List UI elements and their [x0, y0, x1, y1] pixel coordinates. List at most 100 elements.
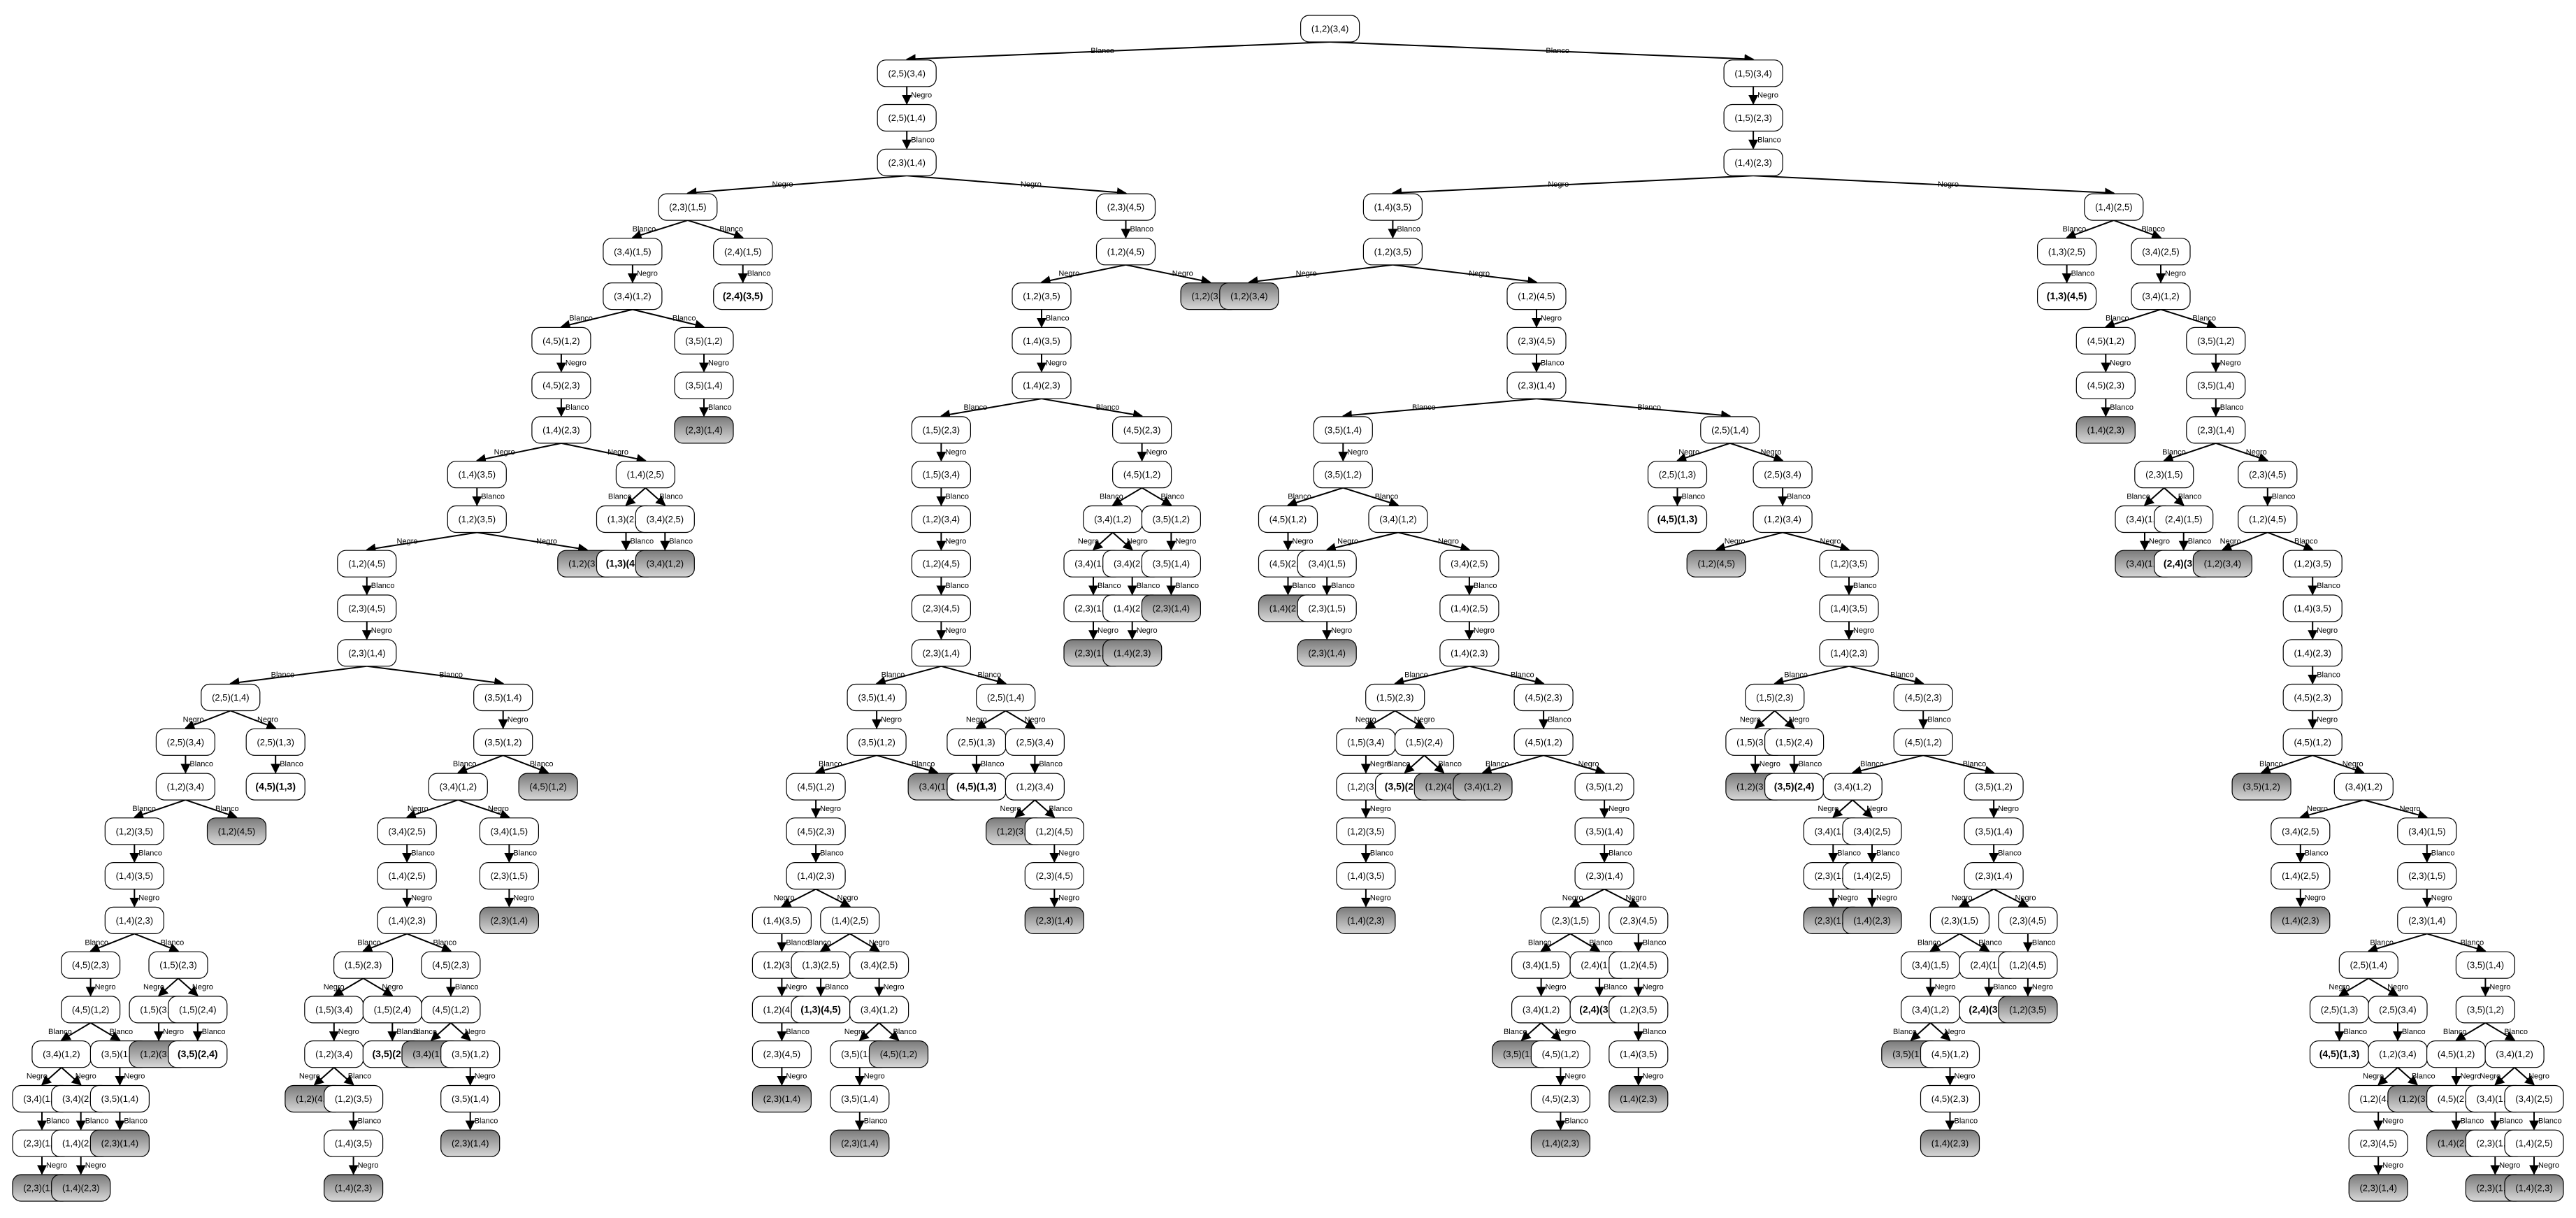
- edge-arrow: [362, 933, 408, 953]
- state-node: (1,4)(2,5): [2504, 1129, 2564, 1157]
- edge-label: Blanco: [85, 1117, 109, 1125]
- node-box: [1609, 951, 1669, 979]
- state-node: (1,4)(3,5): [1819, 594, 1879, 622]
- state-node: (1,2)(3,5): [447, 505, 507, 533]
- goal-node: (4,5)(1,3): [947, 773, 1007, 801]
- edge-label: Negro: [2461, 1073, 2482, 1081]
- edge-label: Negro: [2317, 626, 2338, 635]
- edge-label: Blanco: [864, 1117, 888, 1125]
- node-label: (1,4)(2,3): [2515, 1183, 2552, 1194]
- node-box: [1842, 906, 1902, 935]
- node-box: [1920, 1129, 1980, 1157]
- state-node: (4,5)(1,2): [1258, 505, 1318, 533]
- node-box: [51, 1174, 111, 1202]
- edge-arrow: [405, 799, 459, 819]
- node-box: [428, 773, 488, 801]
- edge-label: Negro: [1469, 270, 1490, 278]
- node-label: (1,4)(2,3): [1931, 1138, 1969, 1149]
- state-node: (2,5)(3,4): [2368, 996, 2428, 1024]
- state-node: (1,2)(4,5): [337, 550, 397, 578]
- node-label: (1,5)(2,3): [1376, 692, 1413, 703]
- state-node: (3,5)(1,4): [674, 371, 734, 399]
- state-node: (2,3)(1,5): [2134, 461, 2194, 489]
- node-box: [674, 416, 734, 444]
- node-label: (2,5)(1,4): [212, 692, 249, 703]
- node-box: [2084, 193, 2144, 221]
- node-label: (4,5)(2,3): [72, 960, 109, 970]
- state-node: (2,5)(1,4): [2338, 951, 2398, 979]
- state-node: (2,5)(1,4): [201, 683, 261, 712]
- edge-arrow: [333, 977, 364, 996]
- edge-label: Negro: [2110, 359, 2131, 367]
- leaf-node: (2,3)(1,4): [830, 1129, 890, 1157]
- node-label: (1,2)(4,5): [218, 826, 255, 836]
- node-box: [2282, 550, 2343, 578]
- state-node: (4,5)(1,2): [1893, 728, 1953, 756]
- edge-label: Negro: [371, 626, 392, 635]
- state-node: (3,5)(1,2): [440, 1040, 501, 1068]
- edge-label: Blanco: [2344, 1028, 2368, 1036]
- node-label: (2,3)(1,4): [841, 1138, 878, 1149]
- edge-label: Blanco: [2317, 671, 2340, 680]
- node-label: (1,4)(2,3): [1542, 1138, 1579, 1149]
- state-node: (3,4)(2,5): [2504, 1084, 2564, 1113]
- node-box: [1609, 1084, 1669, 1113]
- edge-arrow: [456, 754, 504, 775]
- edge-arrow: [2113, 220, 2162, 240]
- node-label: (2,3)(1,5): [2408, 870, 2445, 881]
- node-box: [1753, 505, 1813, 533]
- edge-arrow: [1248, 264, 1393, 287]
- state-node: (3,4)(1,2): [31, 1040, 92, 1068]
- node-label: (2,3)(1,4): [452, 1138, 489, 1149]
- node-box: [518, 773, 578, 801]
- node-label: (2,5)(1,3): [1659, 469, 1696, 480]
- node-label: (1,2)(3,5): [1830, 559, 1867, 569]
- edge-arrow: [561, 442, 647, 464]
- edge-label: Negro: [1562, 894, 1583, 903]
- node-box: [1609, 996, 1669, 1024]
- node-label: (2,3)(1,4): [348, 647, 385, 658]
- node-label: (4,5)(1,2): [1542, 1049, 1579, 1059]
- edge-label: Negro: [2400, 805, 2421, 813]
- edge-label: Negro: [2149, 537, 2170, 545]
- node-box: [1102, 639, 1163, 667]
- state-node: (2,3)(4,5): [337, 594, 397, 622]
- node-box: [2455, 951, 2515, 979]
- state-node: (3,4)(1,2): [2333, 773, 2394, 801]
- node-box: [1513, 683, 1574, 712]
- edge-label: Negro: [1293, 537, 1314, 545]
- node-label: (3,4)(1,5): [1912, 960, 1949, 970]
- node-label: (4,5)(2,3): [2294, 692, 2331, 703]
- edge-arrow: [229, 665, 367, 687]
- node-box: [1111, 416, 1172, 444]
- node-label: (1,2)(3,5): [1023, 291, 1060, 301]
- node-label: (2,3)(1,4): [888, 157, 925, 168]
- node-box: [447, 461, 507, 489]
- node-box: [479, 817, 540, 845]
- edge-arrow: [686, 175, 907, 198]
- state-node: (1,5)(3,4): [304, 996, 364, 1024]
- edge-arrow: [1569, 888, 1605, 908]
- node-box: [104, 906, 164, 935]
- edge-label: Blanco: [945, 582, 969, 590]
- node-box: [911, 594, 972, 622]
- edge-arrow: [2484, 1022, 2516, 1041]
- node-label: (4,5)(1,2): [2438, 1049, 2475, 1059]
- state-node: (1,2)(4,5): [2238, 505, 2298, 533]
- node-box: [1439, 594, 1499, 622]
- edge-label: Negro: [324, 983, 345, 991]
- edge-label: Negro: [1541, 315, 1562, 323]
- edge-label: Blanco: [455, 983, 479, 991]
- edge-arrow: [781, 888, 816, 908]
- node-label: (4,5)(1,2): [2294, 737, 2331, 747]
- edge-label: Blanco: [1387, 760, 1411, 768]
- edge-arrow: [849, 933, 880, 952]
- node-label: (2,3)(4,5): [1518, 336, 1555, 346]
- node-label: (1,2)(4,5): [348, 559, 385, 569]
- node-label: (1,2)(3,5): [1347, 826, 1384, 836]
- node-box: [1753, 461, 1813, 489]
- edge-arrow: [1922, 754, 1995, 775]
- node-box: [473, 728, 533, 756]
- node-box: [1609, 1040, 1669, 1068]
- edge-label: Negro: [1474, 626, 1495, 635]
